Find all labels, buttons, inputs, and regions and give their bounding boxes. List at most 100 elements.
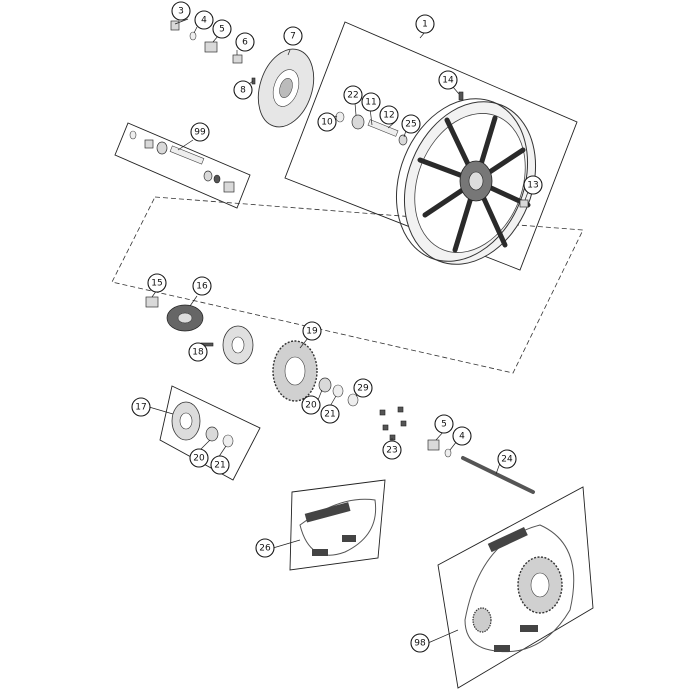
callout-label: 5 <box>219 25 225 35</box>
callout-12: 12 <box>379 105 399 125</box>
spacer-part-21-upper <box>332 384 344 398</box>
bearing-part-25 <box>398 134 408 146</box>
callout-5: 5 <box>212 19 232 39</box>
callout-10: 10 <box>317 112 337 132</box>
callout-label: 4 <box>459 432 465 442</box>
callout-16: 16 <box>192 276 212 296</box>
cush-drive-part-16 <box>166 304 204 332</box>
callout-20: 20 <box>301 395 321 415</box>
callout-label: 3 <box>178 7 184 17</box>
callout-label: 14 <box>442 76 454 86</box>
callout-label: 12 <box>383 111 394 121</box>
callout-label: 25 <box>405 120 416 130</box>
clamp-part-5 <box>204 41 218 53</box>
axle-part-24 <box>461 456 535 494</box>
callout-label: 17 <box>135 403 146 413</box>
callout-label: 10 <box>321 118 333 128</box>
callout-label: 21 <box>214 461 225 471</box>
callout-18: 18 <box>188 342 208 362</box>
callout-label: 15 <box>151 279 162 289</box>
callout-label: 6 <box>242 38 248 48</box>
bearing-kit-frame <box>114 122 251 209</box>
chain-part-26 <box>299 498 377 556</box>
screw-part-8 <box>251 77 256 85</box>
chain-kit-frame <box>289 479 386 571</box>
callout-26: 26 <box>255 538 275 558</box>
callout-99: 99 <box>190 122 210 142</box>
callout-label: 26 <box>259 544 271 554</box>
callout-25: 25 <box>401 114 421 134</box>
spacer-tube-part-12 <box>367 119 399 137</box>
callout-7: 7 <box>283 26 303 46</box>
callout-label: 98 <box>414 639 426 649</box>
callout-17: 17 <box>131 397 151 417</box>
brake-disc <box>257 48 315 128</box>
callout-label: 5 <box>441 420 447 430</box>
callout-6: 6 <box>235 32 255 52</box>
callout-14: 14 <box>438 70 458 90</box>
bearing-part-22 <box>351 114 365 130</box>
bearing-kit-parts <box>129 130 235 193</box>
seal-part-10 <box>335 111 345 123</box>
spacer-part-13 <box>519 199 529 208</box>
chain-sprocket-kit-part-98 <box>464 524 575 653</box>
callout-20: 20 <box>189 448 209 468</box>
callout-5: 5 <box>434 414 454 434</box>
callout-label: 20 <box>193 454 205 464</box>
callout-label: 23 <box>386 446 397 456</box>
callout-23: 23 <box>382 440 402 460</box>
bearing-part-20-lower <box>205 426 219 442</box>
sprocket-part-19 <box>272 340 318 402</box>
callout-label: 29 <box>357 384 369 394</box>
valve-part-14 <box>458 91 464 101</box>
callout-label: 11 <box>365 98 376 108</box>
callout-label: 4 <box>201 16 207 26</box>
wheel-assembly-frame <box>284 21 578 271</box>
hub-kit-frame <box>159 385 261 481</box>
callout-label: 24 <box>501 455 513 465</box>
callout-label: 20 <box>305 401 317 411</box>
callout-13: 13 <box>523 175 543 195</box>
bearing-part-20-upper <box>318 377 332 393</box>
seal-part-29 <box>347 393 359 407</box>
nuts-part-23 <box>379 406 407 441</box>
rear-wheel <box>395 98 537 265</box>
bushing-part-15 <box>145 296 159 308</box>
nut-part-3 <box>170 20 180 31</box>
sprocket-carrier <box>222 325 254 365</box>
hub-kit-part-17 <box>171 401 201 441</box>
callout-1: 1 <box>415 14 435 34</box>
hub-assembly-dashed-frame <box>111 196 584 374</box>
callout-label: 13 <box>527 181 538 191</box>
callout-4: 4 <box>452 426 472 446</box>
clamp-part-5-lower <box>427 439 440 451</box>
callout-label: 21 <box>324 410 335 420</box>
callout-8: 8 <box>233 80 253 100</box>
callout-4: 4 <box>194 10 214 30</box>
washer-part-4-lower <box>444 448 452 458</box>
callout-21: 21 <box>210 455 230 475</box>
callout-21: 21 <box>320 404 340 424</box>
callout-15: 15 <box>147 273 167 293</box>
callout-3: 3 <box>171 1 191 21</box>
callout-11: 11 <box>361 92 381 112</box>
callout-label: 99 <box>194 128 206 138</box>
callout-label: 18 <box>192 348 204 358</box>
spacer-part-6 <box>232 54 243 64</box>
washer-part-4 <box>189 31 197 41</box>
callout-19: 19 <box>302 321 322 341</box>
callout-98: 98 <box>410 633 430 653</box>
callout-22: 22 <box>343 85 363 105</box>
callout-label: 7 <box>290 32 296 42</box>
callout-label: 8 <box>240 86 246 96</box>
callout-label: 22 <box>347 91 358 101</box>
callout-label: 16 <box>196 282 208 292</box>
callout-label: 1 <box>422 20 428 30</box>
callout-29: 29 <box>353 378 373 398</box>
spacer-part-21-lower <box>222 434 234 448</box>
callout-24: 24 <box>497 449 517 469</box>
callout-label: 19 <box>306 327 318 337</box>
